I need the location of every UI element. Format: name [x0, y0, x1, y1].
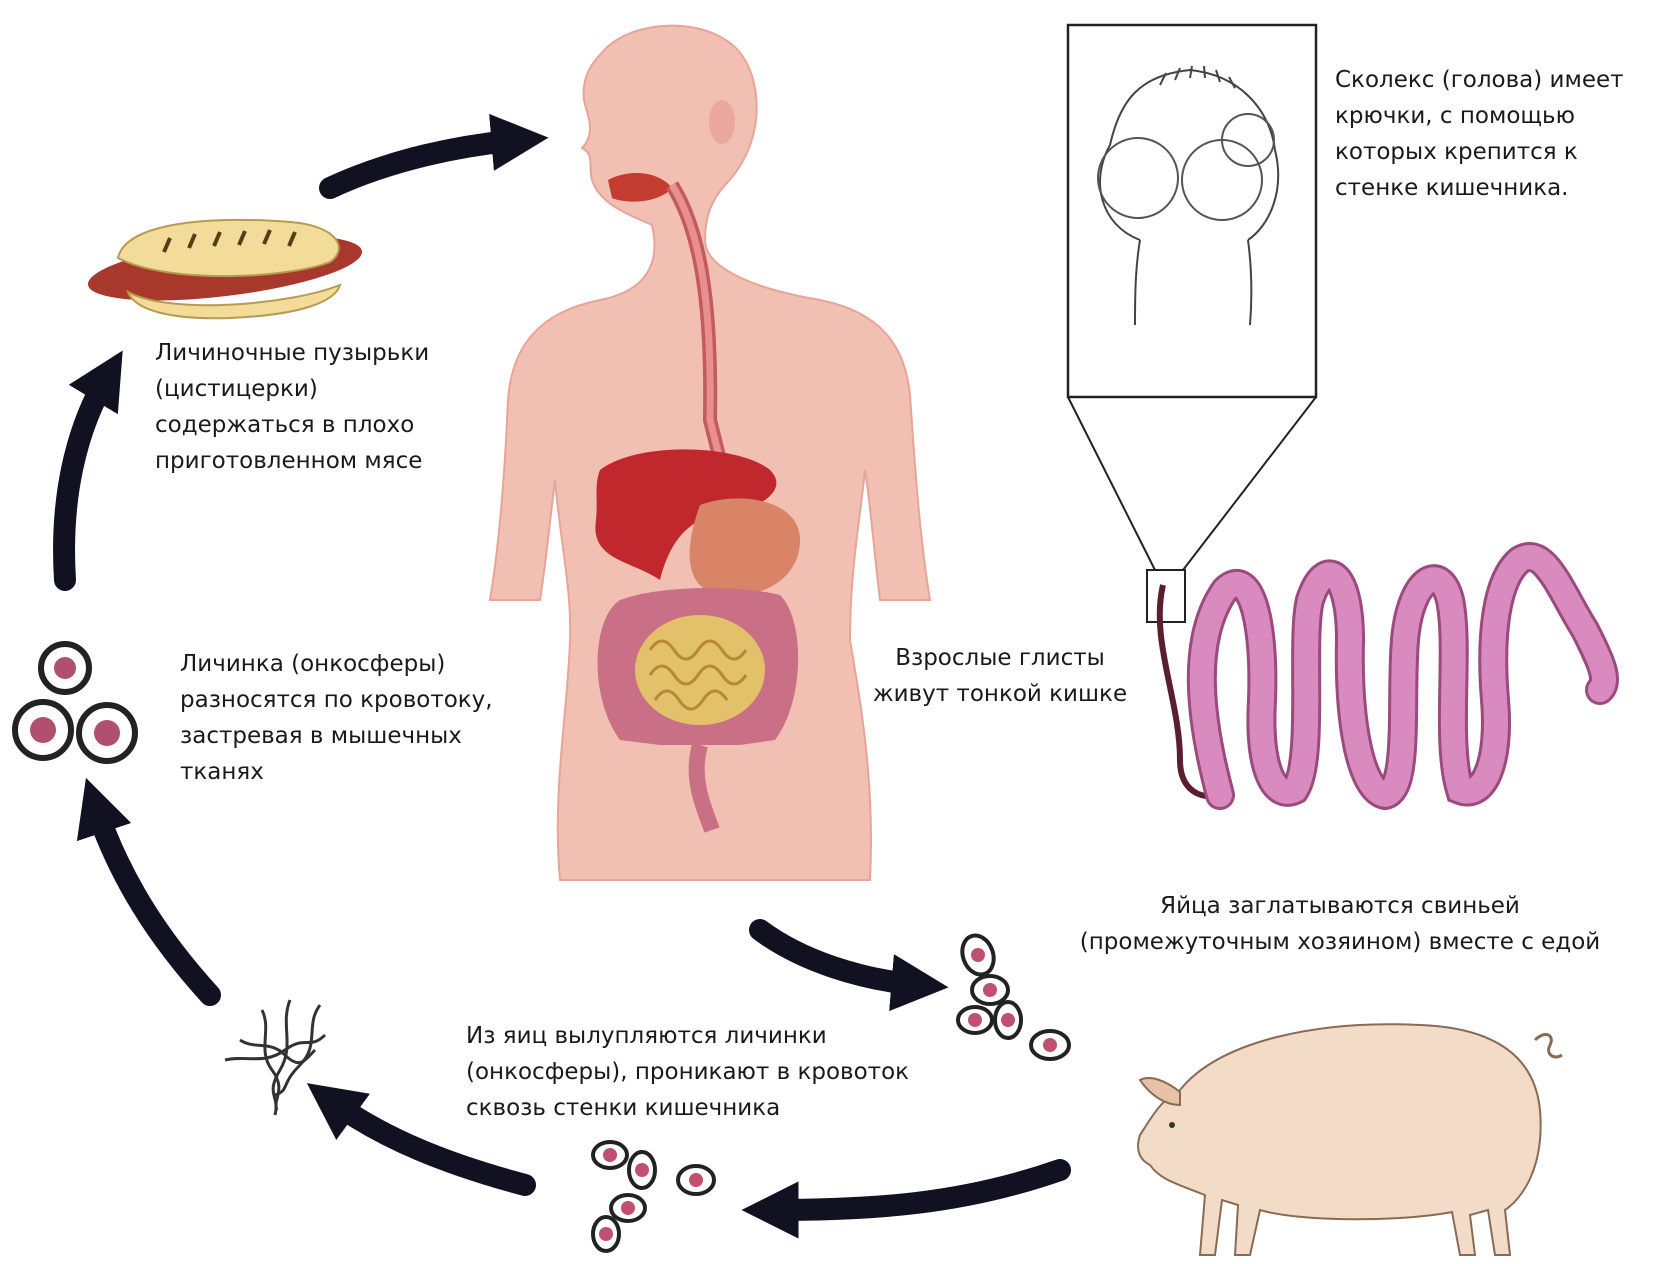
- arrow-hotdog-to-human: [330, 140, 520, 188]
- arrow-pig-to-eggs: [770, 1170, 1060, 1210]
- hotdog-icon: [85, 220, 366, 318]
- egg-core: [1043, 1038, 1057, 1052]
- encysted-larvae: [15, 644, 135, 761]
- eggs-pig-label: Яйца заглатываются свиньей (промежуточны…: [1040, 888, 1640, 960]
- scolex-inset: [1068, 25, 1316, 622]
- human-body-figure: [490, 26, 930, 880]
- egg-core: [635, 1163, 649, 1177]
- arrow-human-to-eggs: [760, 930, 920, 985]
- arrow-cysts-to-hotdog: [64, 375, 108, 580]
- ear: [709, 100, 735, 144]
- cyst-core: [30, 717, 56, 743]
- zoom-funnel: [1068, 397, 1316, 570]
- pig-ear: [1140, 1078, 1180, 1105]
- hatch-label: Из яиц вылупляются личинки (онкосферы), …: [466, 1018, 909, 1126]
- egg-core: [621, 1201, 635, 1215]
- egg-core: [971, 948, 985, 962]
- adults-label: Взрослые глисты живут тонкой кишке: [860, 640, 1140, 712]
- pig-icon: [1138, 1024, 1562, 1255]
- egg-core: [968, 1013, 982, 1027]
- cysticerci-label: Личиночные пузырьки (цистицерки) содержа…: [155, 335, 429, 479]
- bun-top: [118, 220, 339, 276]
- cyst-core: [94, 720, 120, 746]
- egg-core: [603, 1148, 617, 1162]
- egg-core: [983, 983, 997, 997]
- scolex-label: Сколекс (голова) имеет крючки, с помощью…: [1335, 62, 1624, 206]
- oncospheres-blood-label: Личинка (онкосферы) разносятся по кровот…: [180, 646, 493, 790]
- eggs-hatching-group: [593, 1142, 714, 1251]
- arrow-larvae-to-cysts: [95, 805, 210, 995]
- egg-core: [599, 1227, 613, 1241]
- pig-body: [1138, 1024, 1541, 1255]
- pig-eye: [1169, 1122, 1175, 1128]
- pig-tail: [1535, 1035, 1562, 1057]
- cyst-core: [54, 657, 76, 679]
- adult-tapeworm: [1160, 557, 1604, 796]
- zoom-box: [1147, 570, 1185, 622]
- hatched-larvae: [225, 1000, 325, 1115]
- scolex-frame: [1068, 25, 1316, 397]
- egg-core: [689, 1173, 703, 1187]
- egg-core: [1001, 1013, 1015, 1027]
